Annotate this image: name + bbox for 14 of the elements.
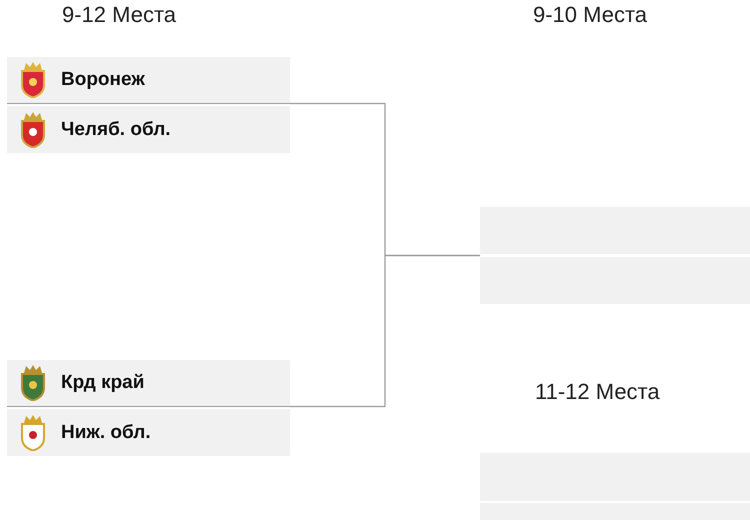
empty-row <box>480 207 750 254</box>
team-row <box>7 409 290 456</box>
team-name: Воронеж <box>61 69 145 91</box>
column-heading: 11-12 Места <box>535 379 660 405</box>
team-name: Челяб. обл. <box>61 118 171 140</box>
column-heading: 9-12 Места <box>62 2 176 28</box>
team-row <box>7 106 290 153</box>
bracket-line <box>290 254 480 408</box>
column-heading: 9-10 Места <box>533 2 648 28</box>
empty-row <box>480 257 750 304</box>
team-name: Ниж. обл. <box>61 422 151 444</box>
team-name: Крд край <box>61 372 144 394</box>
team-row <box>7 360 290 407</box>
team-row <box>7 57 290 104</box>
